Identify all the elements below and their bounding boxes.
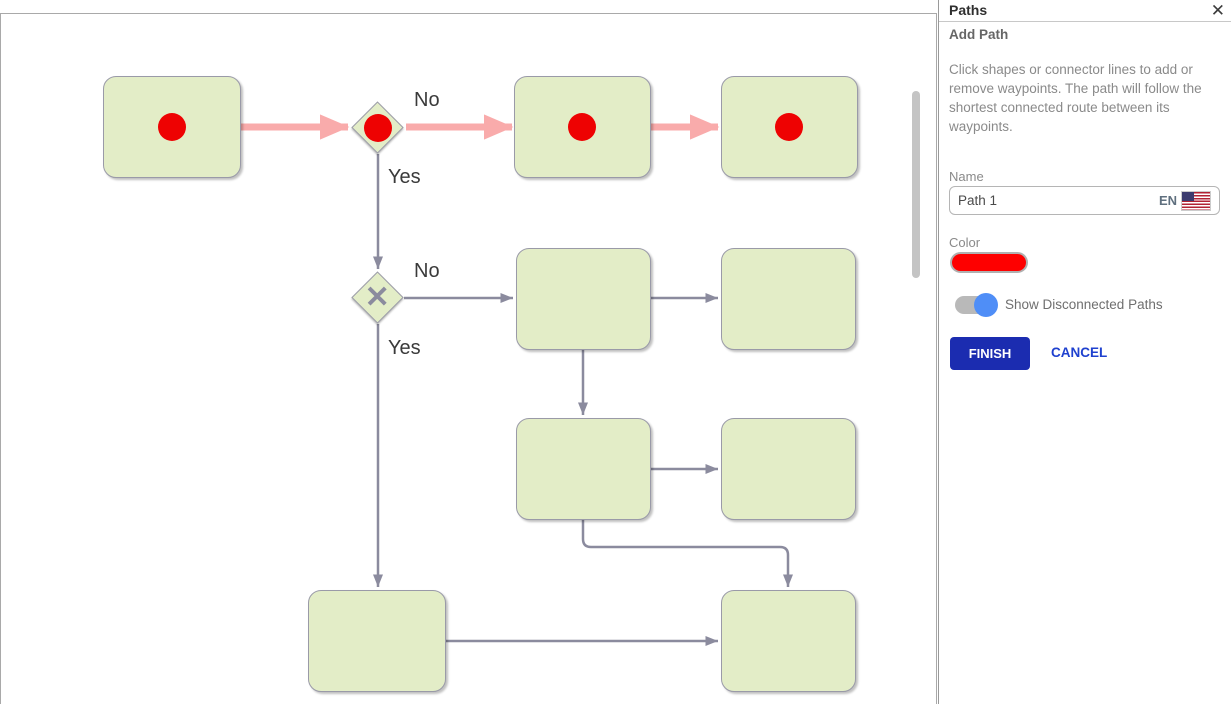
task-shape-5[interactable] — [721, 248, 856, 350]
section-title: Add Path — [949, 27, 1009, 42]
name-field-wrapper: EN — [949, 186, 1220, 215]
panel-header: Paths ✕ — [939, 0, 1231, 22]
name-label: Name — [949, 169, 984, 184]
us-flag-icon[interactable] — [1181, 191, 1211, 211]
connector-layer — [241, 114, 793, 646]
vertical-scrollbar-thumb[interactable] — [912, 91, 920, 278]
flag-canton — [1182, 192, 1194, 201]
edge-label-gateway1-yes: Yes — [388, 166, 421, 188]
cancel-button[interactable]: CANCEL — [1051, 345, 1108, 360]
task-shape-6[interactable] — [516, 418, 651, 520]
waypoint-marker-2[interactable] — [364, 114, 392, 142]
panel-title: Paths — [949, 2, 988, 18]
gateway-x-icon: ✕ — [364, 280, 391, 314]
connector-task6-task9[interactable] — [581, 520, 793, 587]
waypoint-marker-3[interactable] — [568, 113, 596, 141]
language-code: EN — [1158, 193, 1177, 208]
task-shape-7[interactable] — [721, 418, 856, 520]
task-shape-8[interactable] — [308, 590, 446, 692]
edge-label-gateway1-no: No — [414, 89, 440, 111]
panel-description: Click shapes or connector lines to add o… — [949, 62, 1202, 134]
show-disconnected-toggle[interactable] — [955, 293, 998, 317]
waypoint-marker-1[interactable] — [158, 113, 186, 141]
path-name-input[interactable] — [958, 187, 1128, 214]
close-icon[interactable]: ✕ — [1210, 1, 1225, 20]
edge-label-gateway2-no: No — [414, 260, 440, 282]
toggle-label: Show Disconnected Paths — [1005, 297, 1163, 312]
diagram-canvas[interactable]: ✕ No Yes No Yes — [0, 13, 937, 704]
task-shape-4[interactable] — [516, 248, 651, 350]
color-label: Color — [949, 235, 981, 250]
task-shape-9[interactable] — [721, 590, 856, 692]
edge-label-gateway2-yes: Yes — [388, 337, 421, 359]
paths-panel: Paths ✕ Add Path Click shapes or connect… — [938, 0, 1231, 704]
path-color-swatch[interactable] — [950, 252, 1028, 273]
toggle-knob — [974, 293, 998, 317]
waypoint-marker-4[interactable] — [775, 113, 803, 141]
finish-button[interactable]: FINISH — [950, 337, 1030, 370]
